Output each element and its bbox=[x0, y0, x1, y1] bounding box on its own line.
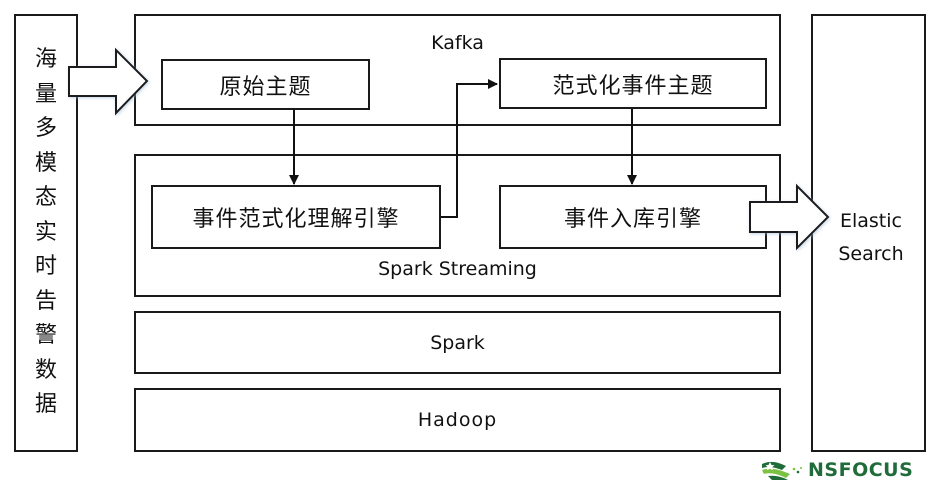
nsfocus-logo-text: NSFOCUS bbox=[808, 459, 914, 481]
normalize-engine-box: 事件范式化理解引擎 bbox=[151, 185, 441, 249]
raw-topic-label: 原始主题 bbox=[219, 74, 312, 100]
source-data-char: 模 bbox=[34, 150, 57, 176]
storage-engine-box: 事件入库引擎 bbox=[499, 185, 767, 249]
storage-engine-label: 事件入库引擎 bbox=[563, 207, 702, 232]
spark-label: Spark bbox=[430, 331, 485, 354]
source-data-char: 据 bbox=[34, 392, 57, 418]
output-block-arrow bbox=[749, 183, 830, 251]
elasticsearch-line2: Search bbox=[838, 243, 904, 265]
nsfocus-logo: NSFOCUS bbox=[760, 457, 913, 483]
normalized-topic-label: 范式化事件主题 bbox=[552, 73, 714, 99]
spark-streaming-title: Spark Streaming bbox=[378, 258, 537, 280]
source-data-char: 实 bbox=[34, 219, 57, 245]
source-data-label: 海量多模态实时告警数据 bbox=[15, 14, 77, 452]
arrow-engine-to-topic bbox=[441, 79, 498, 218]
source-data-char: 海 bbox=[34, 47, 57, 73]
elasticsearch-line1: Elastic bbox=[839, 210, 902, 232]
source-data-box bbox=[14, 14, 78, 452]
normalized-topic-box: 范式化事件主题 bbox=[499, 58, 767, 109]
elasticsearch-box bbox=[811, 14, 926, 452]
input-block-arrow bbox=[68, 47, 149, 116]
source-data-char: 告 bbox=[34, 288, 57, 314]
raw-topic-box: 原始主题 bbox=[161, 59, 370, 110]
source-data-char: 量 bbox=[34, 81, 57, 107]
hadoop-label: Hadoop bbox=[417, 409, 498, 431]
source-data-char: 数 bbox=[34, 357, 57, 383]
source-data-char: 态 bbox=[34, 185, 57, 211]
source-data-char: 时 bbox=[34, 254, 57, 280]
kafka-title: Kafka bbox=[431, 32, 484, 54]
spark-box: Spark bbox=[134, 311, 781, 374]
normalize-engine-label: 事件范式化理解引擎 bbox=[192, 207, 400, 232]
source-data-char: 警 bbox=[34, 323, 57, 349]
hadoop-box: Hadoop bbox=[134, 388, 781, 452]
nsfocus-flag-icon bbox=[762, 461, 802, 480]
source-data-char: 多 bbox=[34, 116, 57, 142]
elasticsearch-label: Elastic Search bbox=[811, 205, 931, 271]
